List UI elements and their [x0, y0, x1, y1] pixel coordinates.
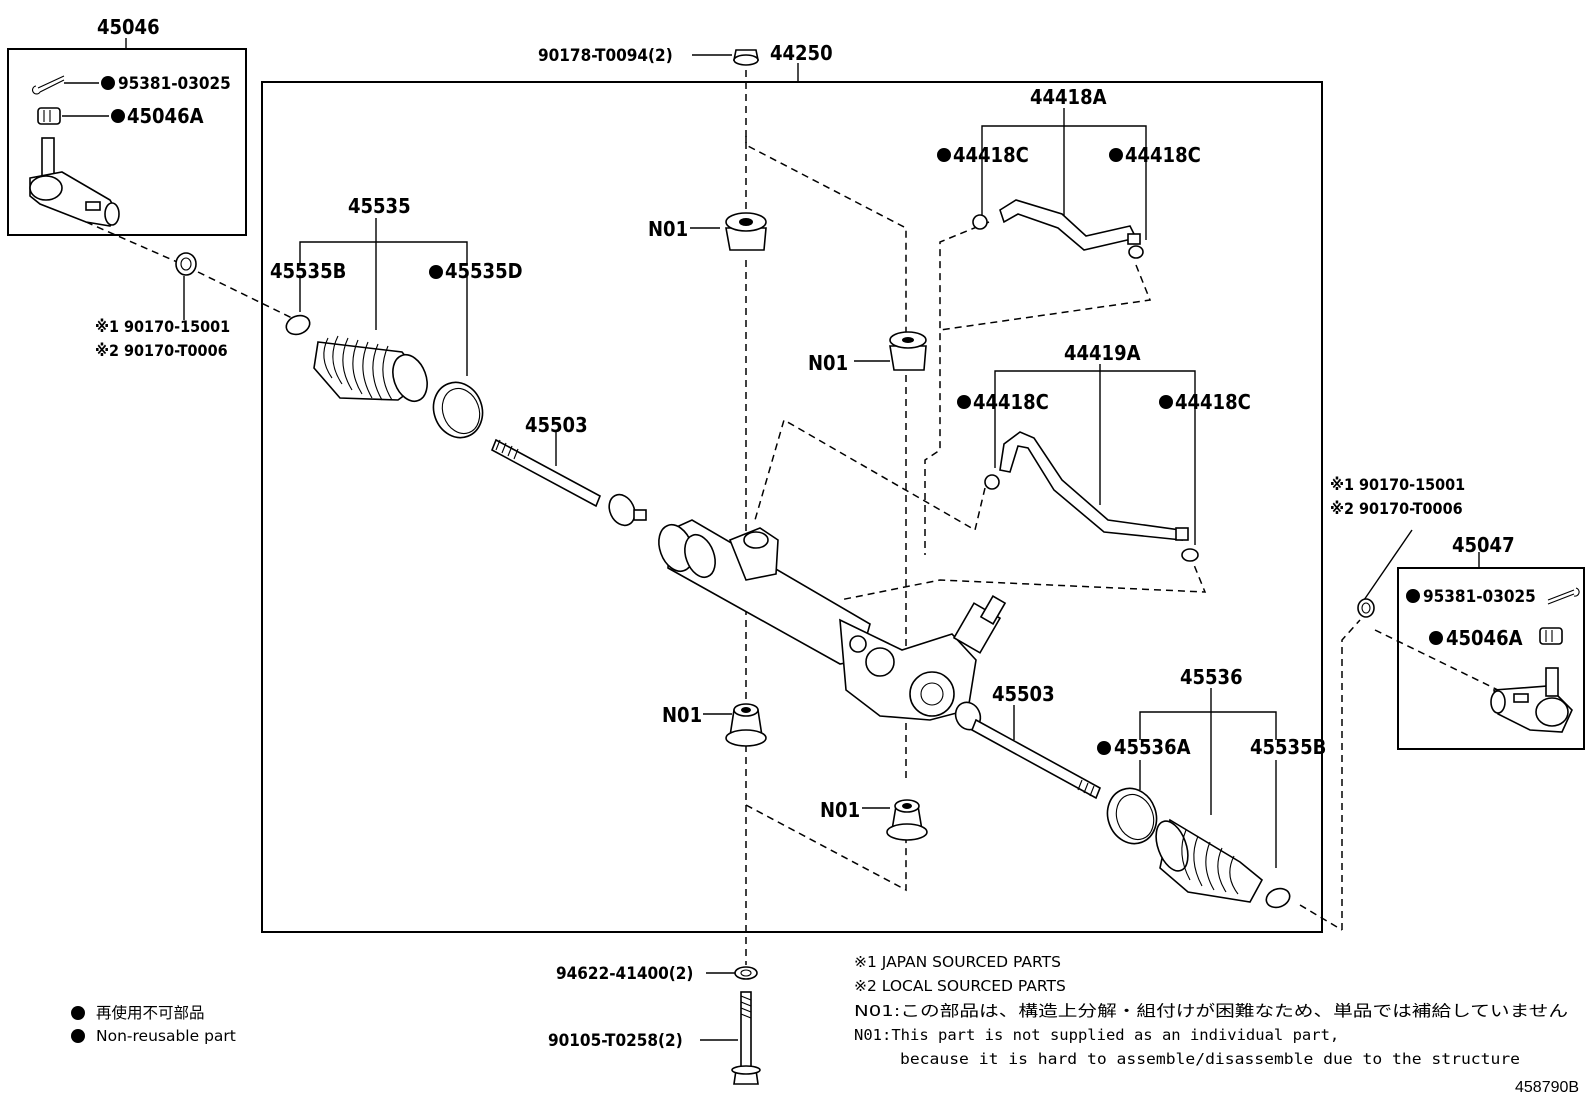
n01-mount-d	[886, 799, 928, 841]
label-44418c-4: 44418C	[1175, 390, 1251, 414]
n01-mount-c	[725, 703, 767, 747]
inner-rod-rh	[954, 701, 1102, 800]
label-45503-rh: 45503	[992, 682, 1055, 706]
label-45535: 45535	[348, 194, 411, 218]
label-95381-rh: 95381-03025	[1423, 587, 1536, 607]
bolt-bottom	[731, 991, 761, 1085]
label-45535b-lh: 45535B	[270, 259, 346, 283]
label-washer-bottom: 94622-41400(2)	[556, 964, 693, 984]
label-grommet-lh-1: ※1 90170-15001	[95, 317, 230, 336]
label-44250: 44250	[770, 41, 833, 65]
label-bolt-top: 90178-T0094(2)	[538, 46, 673, 66]
bolt-top	[733, 49, 759, 66]
frame-tie-rod-end-lh	[7, 48, 247, 236]
tube-44419a	[984, 431, 1199, 562]
label-44418c-2: 44418C	[1125, 143, 1201, 167]
note-n01-en-2: because it is hard to assemble/disassemb…	[900, 1050, 1520, 1068]
label-45535b-rh: 45535B	[1250, 735, 1326, 759]
label-44419a: 44419A	[1064, 341, 1141, 365]
tie-rod-end-lh-parts	[29, 75, 120, 227]
diagram-code: 458790B	[1515, 1079, 1579, 1096]
inner-rod-lh	[490, 438, 647, 527]
label-n01-a: N01	[648, 217, 688, 241]
legend-jp: 再使用不可部品	[96, 1004, 205, 1022]
leader-lines	[62, 38, 1480, 1041]
label-n01-c: N01	[662, 703, 702, 727]
boot-lh	[285, 314, 484, 439]
tie-rod-end-rh-parts	[1357, 587, 1580, 733]
label-95381-lh: 95381-03025	[118, 74, 231, 94]
label-bolt-bottom: 90105-T0258(2)	[548, 1031, 683, 1051]
label-45046a-rh: 45046A	[1446, 626, 1523, 650]
label-grommet-rh-2: ※2 90170-T0006	[1330, 499, 1463, 518]
label-45536: 45536	[1180, 665, 1243, 689]
note-japan-sourced: ※1 JAPAN SOURCED PARTS	[854, 953, 1061, 971]
label-45046a-lh: 45046A	[127, 104, 204, 128]
label-grommet-rh-1: ※1 90170-15001	[1330, 475, 1465, 494]
frame-rack-assy	[261, 81, 1323, 933]
note-n01-en-1: N01:This part is not supplied as an indi…	[854, 1026, 1339, 1044]
label-45536a: 45536A	[1114, 735, 1191, 759]
note-n01-jp: N01:この部品は、構造上分解・組付けが困難なため、単品では補給していません	[854, 1002, 1568, 1020]
washer-bottom	[734, 966, 758, 980]
label-45503-lh: 45503	[525, 413, 588, 437]
label-n01-d: N01	[820, 798, 860, 822]
assembly-dash-lines	[85, 70, 1499, 965]
label-45046: 45046	[97, 15, 160, 39]
label-44418a: 44418A	[1030, 85, 1107, 109]
label-45535d: 45535D	[445, 259, 523, 283]
tube-44418a	[972, 199, 1144, 259]
note-local-sourced: ※2 LOCAL SOURCED PARTS	[854, 977, 1066, 995]
legend-en: Non-reusable part	[96, 1027, 236, 1045]
frame-tie-rod-end-rh	[1397, 567, 1585, 750]
n01-mount-b	[889, 331, 927, 371]
label-n01-b: N01	[808, 351, 848, 375]
label-44418c-1: 44418C	[953, 143, 1029, 167]
label-45047: 45047	[1452, 533, 1515, 557]
n01-mount-a	[725, 212, 767, 251]
rack-housing	[658, 519, 1007, 721]
non-reusable-markers	[71, 76, 1443, 1043]
boot-rh	[1106, 787, 1291, 909]
label-44418c-3: 44418C	[973, 390, 1049, 414]
grommet-lh	[175, 252, 197, 276]
label-grommet-lh-2: ※2 90170-T0006	[95, 341, 228, 360]
